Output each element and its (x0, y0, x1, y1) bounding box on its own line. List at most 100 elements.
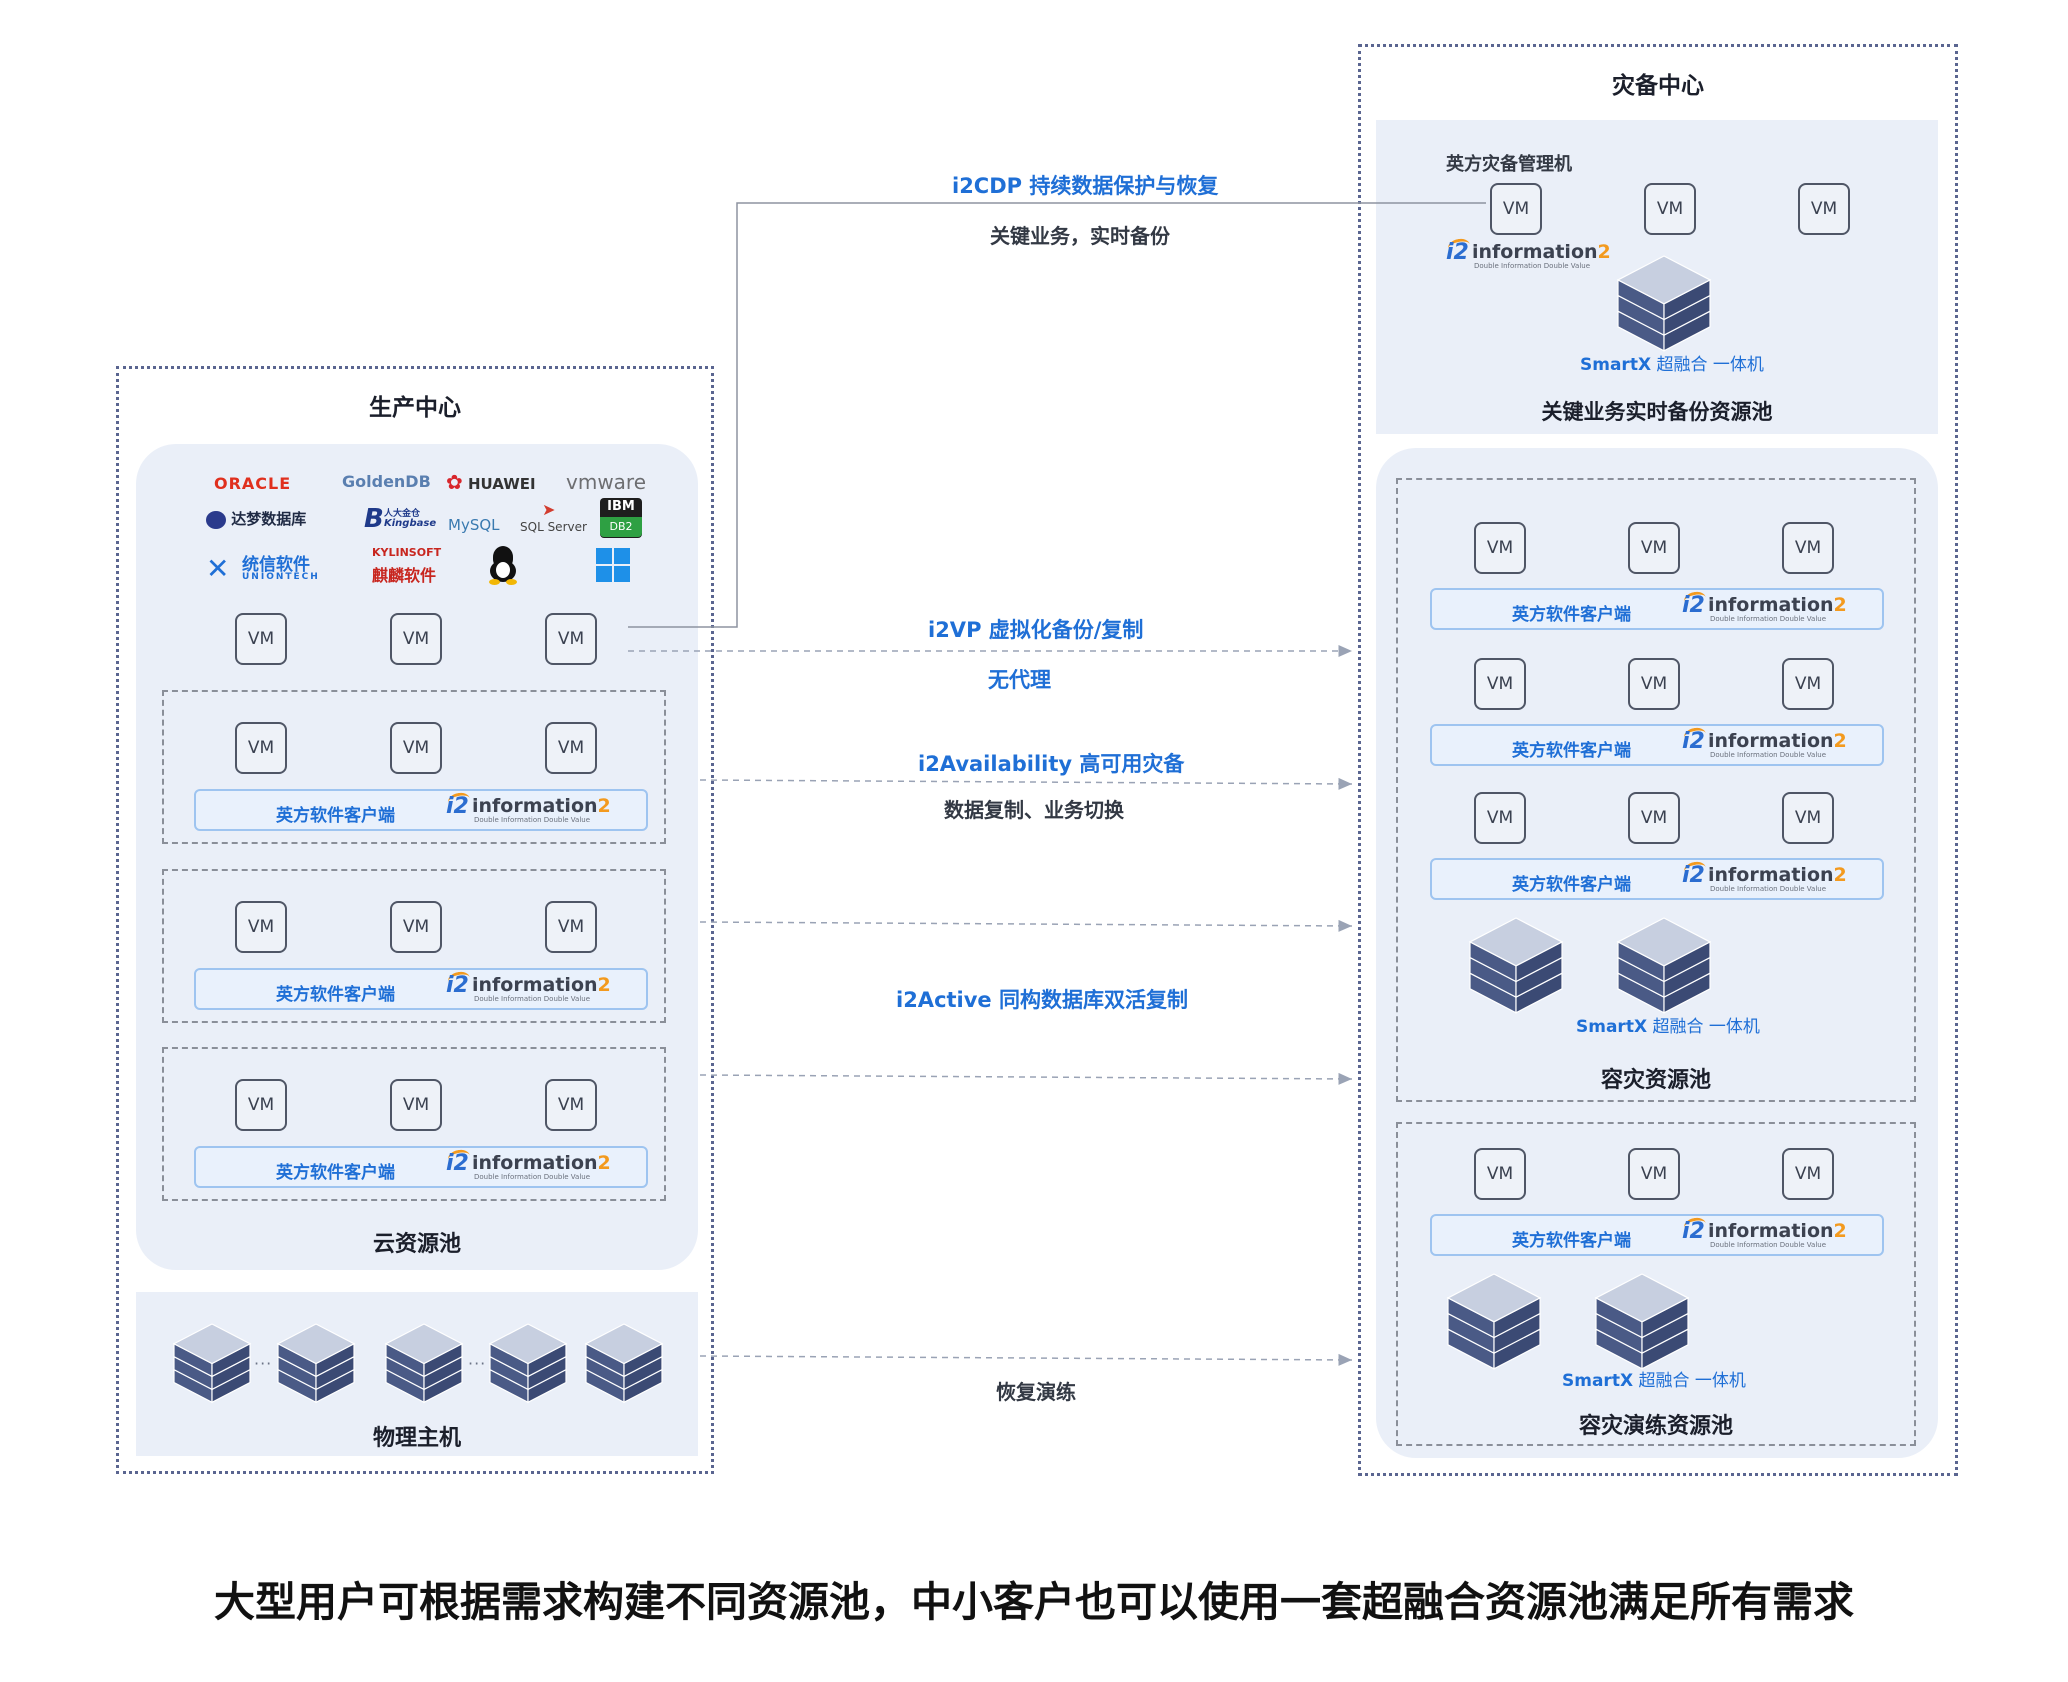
availability-subtitle: 数据复制、业务切换 (944, 798, 1124, 822)
dr-center-frame (1358, 44, 1958, 1476)
active-title: i2Active 同构数据库双活复制 (896, 988, 1188, 1012)
cloud-pool-label: 云资源池 (372, 1232, 461, 1257)
drill-pool-label: 容灾演练资源池 (1578, 1414, 1733, 1439)
server-icon (172, 1323, 252, 1404)
production-center-frame (116, 366, 714, 1474)
vm-box: VM (1628, 1148, 1680, 1200)
server-icon (1616, 255, 1712, 352)
client-label: 英方软件客户端 (276, 806, 395, 826)
ibm-text: IBM (607, 499, 635, 514)
client-label: 英方软件客户端 (276, 985, 395, 1005)
sqlserver-icon: ➤ (542, 500, 556, 519)
dameng-logo: 达梦数据库 (206, 508, 306, 529)
vm-box: VM (1474, 1148, 1526, 1200)
cdp-connector-line (628, 202, 1486, 628)
huawei-flower-icon: ✿ (446, 470, 463, 494)
vm-box: VM (1628, 658, 1680, 710)
ibm-db2-logo: IBM DB2 (600, 498, 642, 538)
dr-pool-frame (1396, 478, 1916, 1102)
vp-subtitle: 无代理 (988, 668, 1051, 692)
uniontech-x-icon: ✕ (206, 552, 230, 585)
server-icon (1616, 917, 1712, 1014)
dameng-icon (206, 510, 226, 529)
vm-box: VM (1474, 522, 1526, 574)
vmware-logo: vmware (566, 470, 647, 494)
goldendb-logo: GoldenDB (342, 472, 431, 491)
vm-box: VM (1782, 658, 1834, 710)
vm-group-2 (162, 869, 666, 1023)
kylin-cn: 麒麟软件 (372, 566, 437, 585)
vm-box: VM (1644, 183, 1696, 235)
client-label: 英方软件客户端 (1512, 875, 1631, 895)
server-icon (584, 1323, 664, 1404)
smartx-label: SmartX 超融合 一体机 (1580, 355, 1764, 375)
client-label: 英方软件客户端 (276, 1163, 395, 1183)
cdp-subtitle: 关键业务，实时备份 (990, 224, 1170, 248)
dr-center-title: 灾备中心 (1612, 73, 1704, 99)
huawei-text: HUAWEI (468, 475, 536, 493)
vm-box: VM (1782, 522, 1834, 574)
client-label: 英方软件客户端 (1512, 741, 1631, 761)
vm-box: VM (545, 1079, 597, 1131)
vm-box: VM (1782, 792, 1834, 844)
vm-box: VM (545, 613, 597, 665)
client-label: 英方软件客户端 (1512, 1231, 1631, 1251)
sqlserver-text: SQL Server (520, 520, 587, 534)
page-caption: 大型用户可根据需求构建不同资源池，中小客户也可以使用一套超融合资源池满足所有需求 (214, 1578, 1854, 1626)
availability-arrow (699, 777, 1353, 790)
vm-box: VM (1490, 183, 1542, 235)
backup-pool-label: 关键业务实时备份资源池 (1541, 400, 1773, 424)
server-icon (276, 1323, 356, 1404)
vm-box: VM (235, 1079, 287, 1131)
vm-box: VM (235, 613, 287, 665)
vm-box: VM (390, 613, 442, 665)
linux-tux-icon (488, 546, 518, 586)
vm-box: VM (1474, 792, 1526, 844)
huawei-logo: ✿ HUAWEI (446, 470, 536, 494)
db2-text: DB2 (600, 517, 642, 537)
vm-box: VM (1474, 658, 1526, 710)
client-label: 英方软件客户端 (1512, 605, 1631, 625)
dameng-text: 达梦数据库 (231, 510, 307, 528)
server-icon (488, 1323, 568, 1404)
oracle-logo: ORACLE (214, 474, 292, 493)
kingbase-b-icon: B (364, 504, 384, 534)
uniontech-en: UNIONTECH (242, 572, 320, 582)
vp-title: i2VP 虚拟化备份/复制 (928, 618, 1144, 642)
vm-box: VM (390, 901, 442, 953)
vm-box: VM (1798, 183, 1850, 235)
server-icon (1468, 917, 1564, 1014)
kylin-en: KYLINSOFT (372, 546, 442, 559)
vm-group-3 (162, 1047, 666, 1201)
cdp-title: i2CDP 持续数据保护与恢复 (952, 174, 1219, 198)
vm-box: VM (545, 901, 597, 953)
group2-arrow (699, 919, 1353, 932)
server-icon (384, 1323, 464, 1404)
vm-box: VM (1628, 522, 1680, 574)
vm-box: VM (390, 1079, 442, 1131)
server-ellipsis: ··· (254, 1354, 273, 1373)
vm-group-1 (162, 690, 666, 844)
smartx-label: SmartX 超融合 一体机 (1562, 1371, 1746, 1391)
server-icon (1594, 1273, 1690, 1370)
server-icon (1446, 1273, 1542, 1370)
drill-subtitle: 恢复演练 (996, 1380, 1076, 1404)
drill-arrow (699, 1353, 1353, 1366)
vm-box: VM (1782, 1148, 1834, 1200)
drill-pool-frame (1396, 1122, 1916, 1446)
active-arrow (699, 1072, 1353, 1085)
kingbase-en: Kingbase (384, 518, 437, 529)
production-center-title: 生产中心 (369, 395, 461, 421)
kingbase-logo: B 人大金仓 Kingbase (364, 504, 436, 534)
vm-box: VM (545, 722, 597, 774)
server-ellipsis: ··· (468, 1354, 487, 1373)
windows-icon (596, 548, 630, 582)
vm-box: VM (390, 722, 442, 774)
